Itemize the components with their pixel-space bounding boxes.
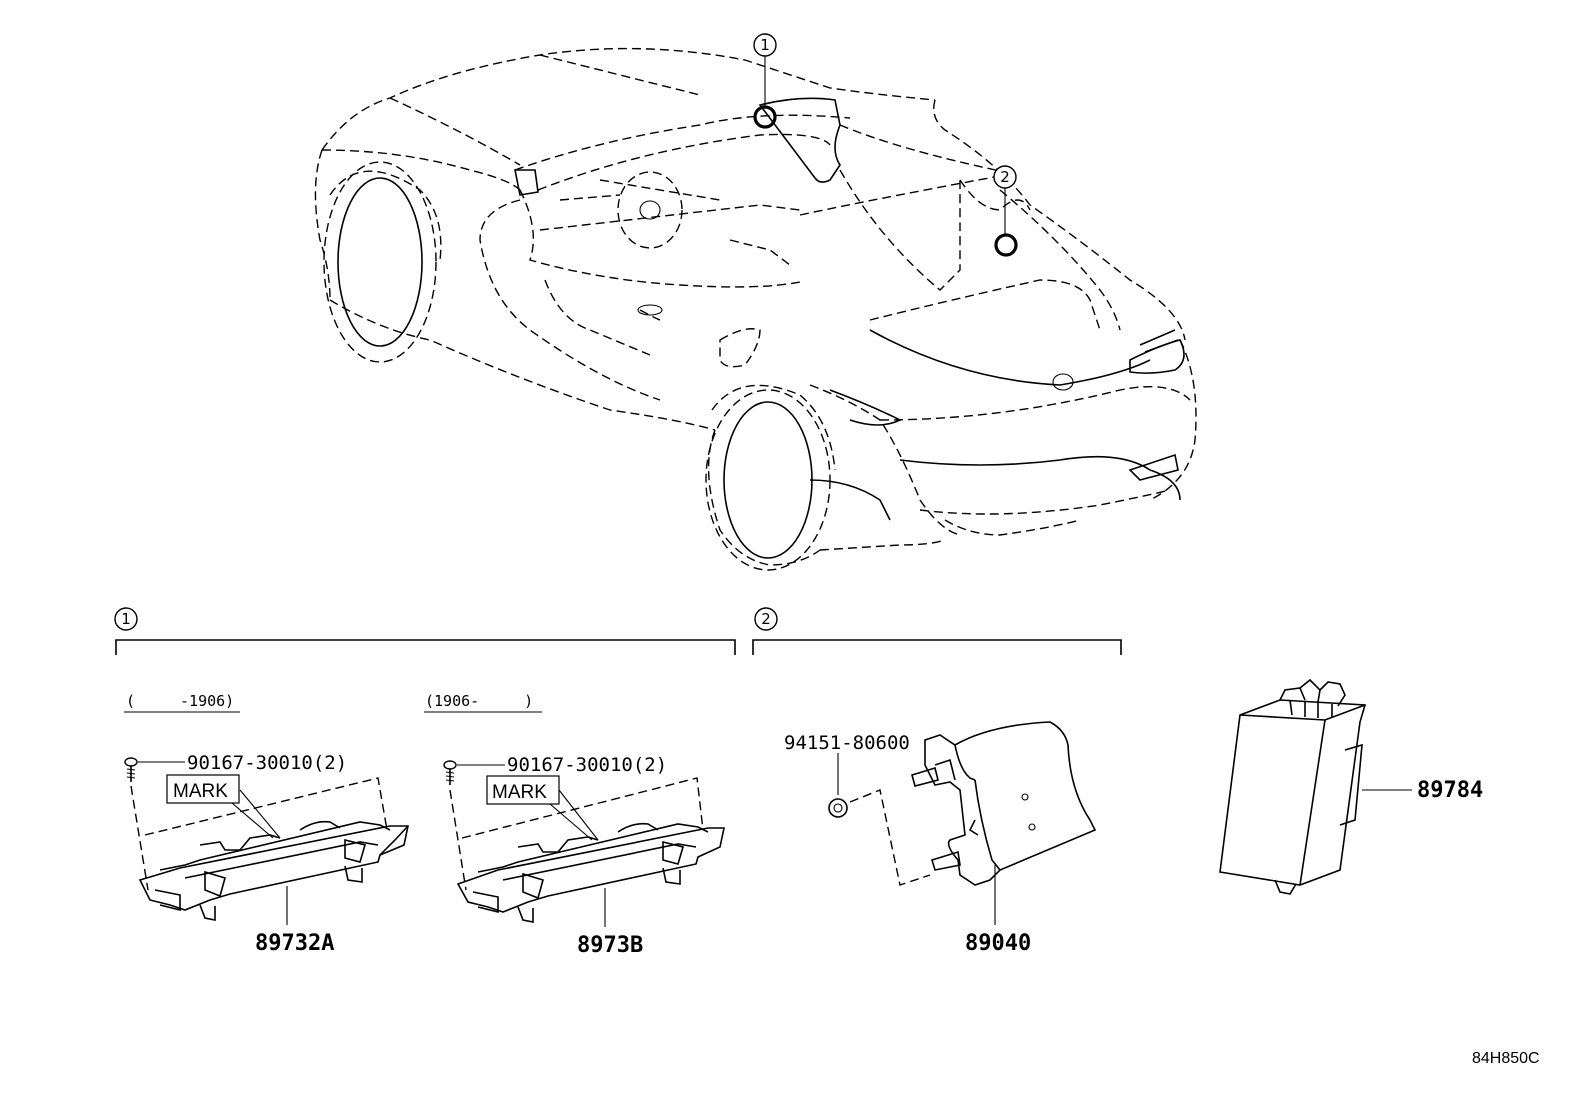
part-number-8973B: 8973B	[577, 933, 643, 958]
bolt-icon	[124, 757, 138, 782]
bolt-part-number-right: 90167-30010(2)	[507, 754, 667, 776]
part-number-89784: 89784	[1417, 778, 1483, 803]
location-marker-1	[753, 105, 777, 129]
part-number-89732A: 89732A	[255, 931, 334, 956]
car-callout-2: 2	[993, 165, 1018, 257]
mark-label-right: MARK	[492, 782, 547, 803]
part-89732A-assembly: ( -1906) 90167-30010(2) MARK	[124, 692, 409, 956]
car-callout-1: 1	[753, 33, 777, 129]
group-1-bracket: 1	[114, 607, 736, 655]
drawing-code: 84H850C	[1472, 1050, 1540, 1067]
camera-module-right	[456, 822, 725, 923]
date-range-left: ( -1906)	[126, 692, 234, 710]
sensor-bracket	[911, 721, 1097, 886]
location-marker-2	[994, 233, 1018, 257]
bolt-part-number-left: 90167-30010(2)	[187, 752, 347, 774]
part-89040-assembly: 94151-80600 89040	[784, 721, 1097, 956]
group-2-callout: 2	[761, 610, 771, 628]
mark-label-left: MARK	[173, 781, 228, 802]
part-89784-assembly: 89784	[1219, 678, 1483, 895]
camera-module-left	[138, 820, 409, 921]
date-range-right: (1906- )	[425, 692, 533, 710]
car-illustration	[314, 47, 1197, 571]
callout-2-label: 2	[1000, 168, 1010, 186]
callout-1-label: 1	[760, 36, 770, 54]
clip-icon	[828, 798, 848, 818]
part-8973B-assembly: (1906- ) 90167-30010(2) MARK 89	[424, 692, 725, 958]
bolt-icon	[443, 760, 457, 785]
group-2-bracket: 2	[752, 607, 1122, 655]
part-number-89040: 89040	[965, 931, 1031, 956]
mark-box-left	[166, 774, 240, 804]
group-1-callout: 1	[121, 610, 131, 628]
mark-box-right	[486, 775, 560, 805]
ecu-module	[1219, 678, 1367, 895]
clip-part-number: 94151-80600	[784, 732, 910, 754]
